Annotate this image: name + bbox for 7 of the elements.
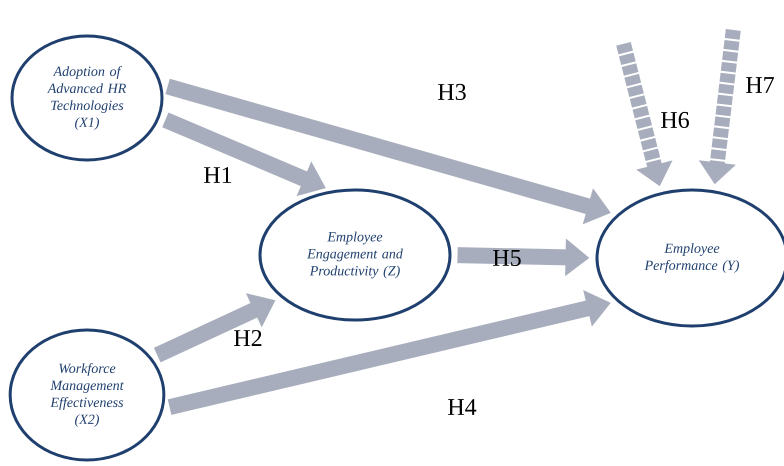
edge-label: H7	[746, 77, 774, 93]
edge-label: H5	[493, 250, 521, 266]
edge-label: H6	[661, 112, 689, 128]
edge-label: H3	[438, 84, 466, 100]
edge-label: H2	[234, 330, 262, 346]
edge-label: H4	[448, 399, 476, 415]
edge-label: H1	[204, 167, 232, 183]
